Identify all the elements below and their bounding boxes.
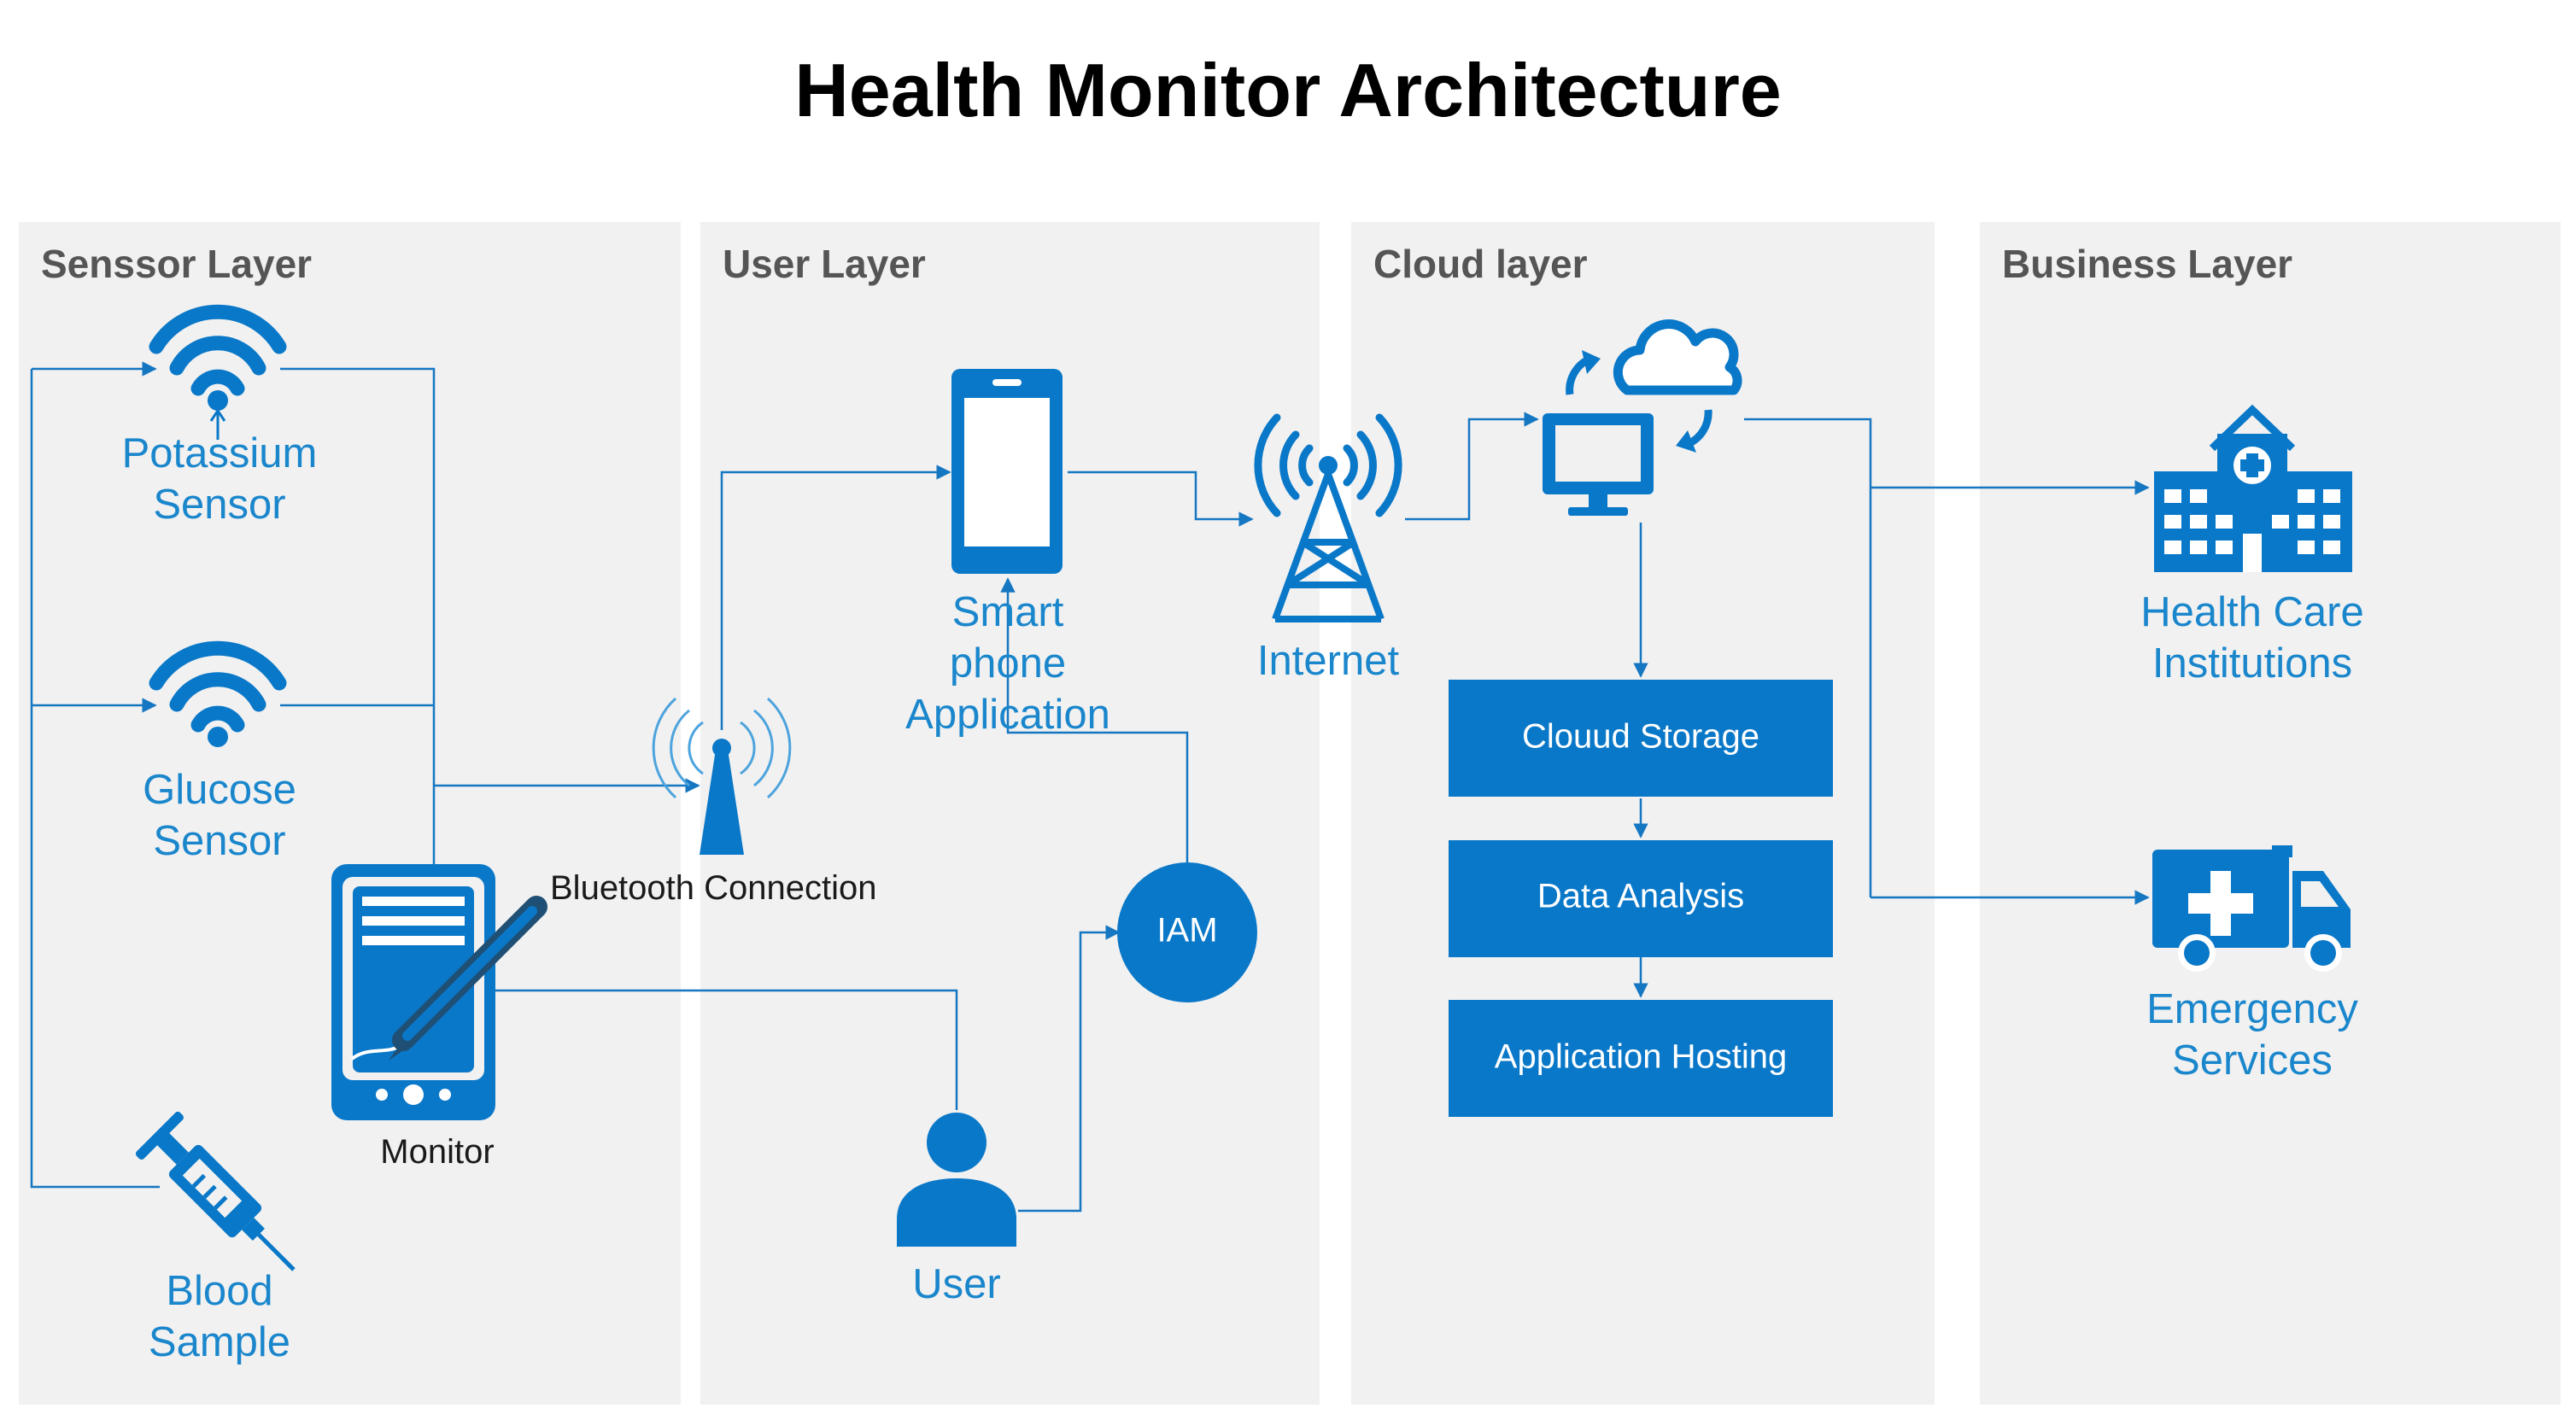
emergency-label-line1: Emergency	[2146, 986, 2358, 1032]
ambulance-icon	[2152, 845, 2351, 972]
syringe-icon	[135, 1111, 296, 1271]
layer-panel-sensor: Senssor Layer	[19, 222, 681, 1405]
internet-label: Internet	[1257, 638, 1400, 684]
emergency-label-line2: Services	[2172, 1037, 2333, 1084]
user-label: User	[912, 1261, 1000, 1307]
hosting-label: Application Hosting	[1495, 1038, 1787, 1076]
smartphone-label-line3: Application	[905, 692, 1110, 738]
layer-panel-business: Business Layer	[1980, 222, 2561, 1405]
tablet-pen-icon	[331, 864, 547, 1120]
smartphone-label-line1: Smart	[952, 589, 1064, 635]
potassium-label-line1: Potassium	[122, 430, 318, 476]
blood-label-line2: Sample	[149, 1319, 290, 1365]
glucose-label-line1: Glucose	[143, 767, 296, 813]
connector-phone-internet	[1068, 470, 1254, 527]
wifi-icon	[149, 640, 287, 747]
hosting-box	[1449, 1000, 1833, 1117]
hospital-icon	[2154, 404, 2352, 572]
tower-icon	[1254, 413, 1402, 622]
iam-label: IAM	[1156, 912, 1217, 950]
layer-title-cloud: Cloud layer	[1373, 242, 1588, 286]
layer-title-business: Business Layer	[2002, 242, 2293, 286]
connector-lines	[30, 361, 2150, 1213]
connector-internet-cloud	[1405, 412, 1539, 521]
storage-label: Clouud Storage	[1522, 718, 1759, 756]
monitor-label: Monitor	[380, 1133, 494, 1171]
healthcare-label-line1: Health Care	[2140, 589, 2363, 635]
connector-user-iam	[1018, 925, 1121, 1213]
connector-iam-phone	[1000, 577, 1189, 864]
connector-bluetooth-phone	[720, 465, 951, 730]
wifi-icon	[149, 304, 287, 440]
smartphone-label-line2: phone	[950, 640, 1066, 687]
bluetooth-label: Bluetooth Connection	[550, 869, 877, 907]
connector-potassium-out	[280, 367, 436, 864]
connector-bus-left	[30, 369, 160, 1189]
glucose-label-line2: Sensor	[153, 818, 285, 864]
diagram-title: Health Monitor Architecture	[794, 48, 1782, 132]
analysis-box	[1449, 840, 1833, 957]
user-icon	[897, 1113, 1016, 1247]
smartphone-icon	[951, 369, 1063, 574]
analysis-label: Data Analysis	[1537, 878, 1744, 915]
layer-title-sensor: Senssor Layer	[41, 242, 313, 286]
cloud-computer-icon	[1543, 319, 1742, 516]
healthcare-label-line2: Institutions	[2152, 640, 2352, 687]
layer-title-user: User Layer	[723, 242, 926, 286]
potassium-label-line2: Sensor	[153, 482, 285, 528]
antenna-icon	[652, 697, 792, 855]
iam-node	[1117, 862, 1257, 1002]
connector-monitor-user	[494, 989, 958, 1110]
connector-cloud-business	[1744, 418, 1872, 897]
blood-label-line1: Blood	[166, 1268, 272, 1314]
storage-box	[1449, 680, 1833, 797]
